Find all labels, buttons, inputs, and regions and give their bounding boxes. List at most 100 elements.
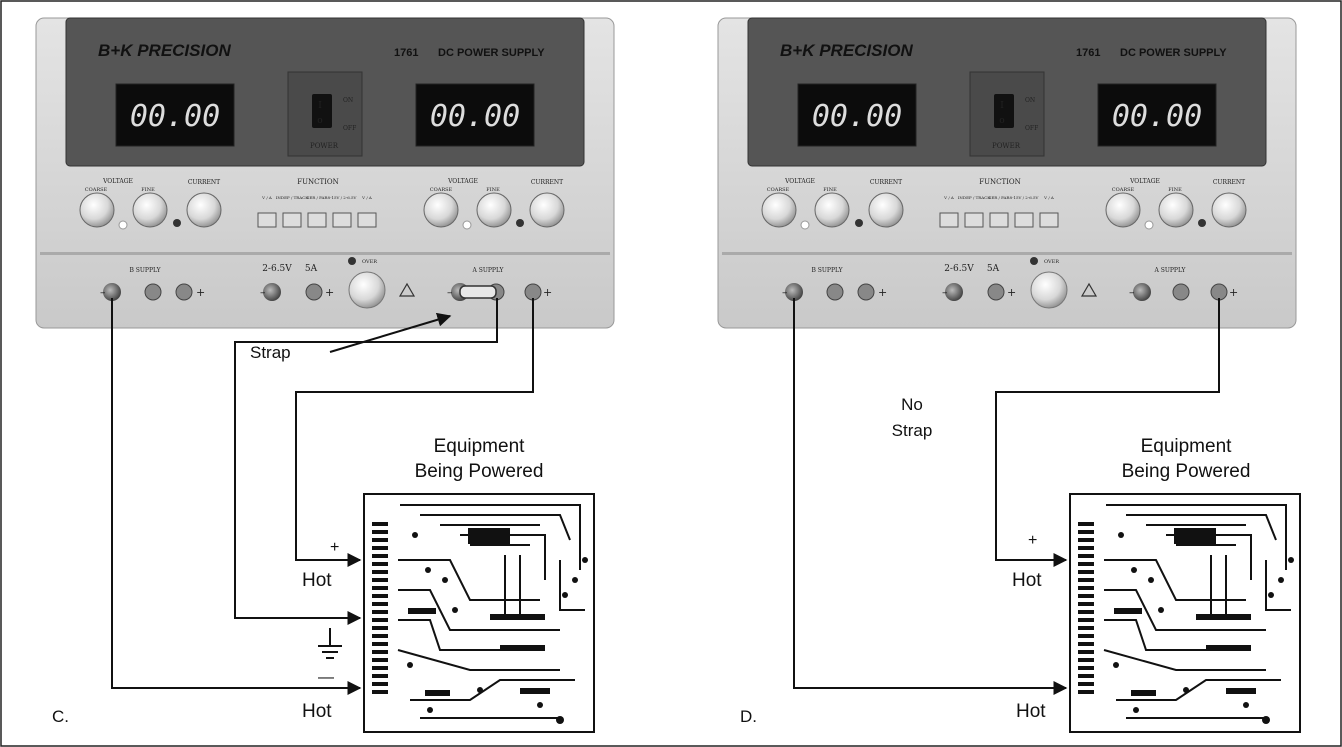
fixed-negative-terminal[interactable] [263,283,281,301]
plus-sign: + [1028,532,1037,549]
current-label-left: CURRENT [188,179,220,186]
model-number: 1761 [394,47,418,59]
function-button[interactable] [964,212,984,228]
current-knob-a[interactable] [529,192,565,228]
function-button-label: 8-15V / 2-6.5V [328,195,357,200]
coarse-voltage-knob-b[interactable] [761,192,797,228]
fine-voltage-knob-a[interactable] [1158,192,1194,228]
indicator-led [173,219,181,227]
over-indicator [348,257,356,265]
equipment-label: Equipment [1141,436,1233,457]
svg-text:–: – [447,286,453,299]
function-button[interactable] [357,212,377,228]
a-ground-terminal[interactable] [1172,283,1190,301]
b-ground-terminal[interactable] [826,283,844,301]
plus-sign: + [330,539,339,556]
fixed-positive-terminal[interactable] [305,283,323,301]
fine-voltage-knob-b[interactable] [132,192,168,228]
a-supply-label: A SUPPLY [471,267,504,274]
function-buttons: V / A INDEP / TRACK SER / PAR 8-15V / 2-… [257,195,377,228]
function-button-label: SER / PAR [307,195,329,200]
indicator-led [516,219,524,227]
fixed-positive-terminal[interactable] [987,283,1005,301]
display-right [1097,83,1217,147]
fixed-negative-terminal[interactable] [945,283,963,301]
svg-text:–: – [260,286,266,299]
panel-d: B+K PRECISION 1761 DC POWER SUPPLY 00.00… [717,17,1301,733]
fine-label-left: FINE [141,187,155,193]
model-number: 1761 [1076,47,1100,59]
over-indicator [1030,257,1038,265]
a-positive-terminal[interactable] [1210,283,1228,301]
wire-b-negative [111,298,362,695]
wiring-c [111,298,534,695]
output-button[interactable] [348,271,386,309]
svg-text:–: – [1129,286,1135,299]
a-positive-terminal[interactable] [524,283,542,301]
function-buttons: V / A INDEP / TRACK SER / PAR 8-15V / 2-… [939,195,1059,228]
b-negative-terminal[interactable] [785,283,803,301]
a-supply-label: A SUPPLY [1153,267,1186,274]
fine-voltage-knob-b[interactable] [814,192,850,228]
supply-title: DC POWER SUPPLY [1120,47,1227,59]
coarse-voltage-knob-b[interactable] [79,192,115,228]
power-switch[interactable] [994,94,1014,128]
function-button[interactable] [1014,212,1034,228]
display-left-value: 00.00 [130,99,220,134]
function-button-label: INDEP / TRACK [276,195,309,200]
function-button[interactable] [1039,212,1059,228]
current-knob-a[interactable] [1211,192,1247,228]
fine-label-right: FINE [486,187,500,193]
b-positive-terminal[interactable] [857,283,875,301]
coarse-label-left: COARSE [767,187,790,193]
svg-text:o: o [317,116,322,126]
over-label: OVER [1044,259,1059,265]
panel-letter: D. [740,707,757,726]
circuit-board-d [1069,493,1301,733]
coarse-voltage-knob-a[interactable] [423,192,459,228]
output-button[interactable] [1030,271,1068,309]
svg-text:I: I [1000,101,1004,111]
wiring-d [793,298,1220,695]
svg-text:I: I [318,101,322,111]
indicator-led [855,219,863,227]
a-negative-terminal[interactable] [1133,283,1151,301]
display-right-value: 00.00 [1112,99,1202,134]
panel-letter: C. [52,707,69,726]
function-label: FUNCTION [979,178,1021,186]
voltage-label-right: VOLTAGE [447,178,478,185]
fixed-voltage-label: 2-6.5V [944,264,974,274]
function-button-label: V / A [943,195,954,200]
coarse-label-right: COARSE [1112,187,1135,193]
function-button-label: INDEP / TRACK [958,195,991,200]
strap-bar [459,285,497,299]
power-switch[interactable] [312,94,332,128]
panel-c: B+K PRECISION 1761 DC POWER SUPPLY 00.00… [35,17,615,733]
function-button[interactable] [307,212,327,228]
current-knob-b[interactable] [186,192,222,228]
indicator-led [800,220,810,230]
hot-label: Hot [1012,570,1042,591]
ground-icon [318,628,342,659]
function-button[interactable] [989,212,1009,228]
wire-a-positive [295,298,534,567]
svg-text:–: – [782,286,788,299]
fine-voltage-knob-a[interactable] [476,192,512,228]
b-negative-terminal[interactable] [103,283,121,301]
supply-title: DC POWER SUPPLY [438,47,545,59]
function-button[interactable] [257,212,277,228]
function-button[interactable] [332,212,352,228]
b-positive-terminal[interactable] [175,283,193,301]
function-button[interactable] [939,212,959,228]
equipment-label: Being Powered [415,461,544,482]
svg-text:+: + [196,286,205,299]
warning-icon [1080,282,1098,297]
coarse-voltage-knob-a[interactable] [1105,192,1141,228]
equipment-label: Equipment [434,436,526,457]
b-ground-terminal[interactable] [144,283,162,301]
current-knob-b[interactable] [868,192,904,228]
function-button-label: V / A [261,195,272,200]
function-button[interactable] [282,212,302,228]
display-left [115,83,235,147]
